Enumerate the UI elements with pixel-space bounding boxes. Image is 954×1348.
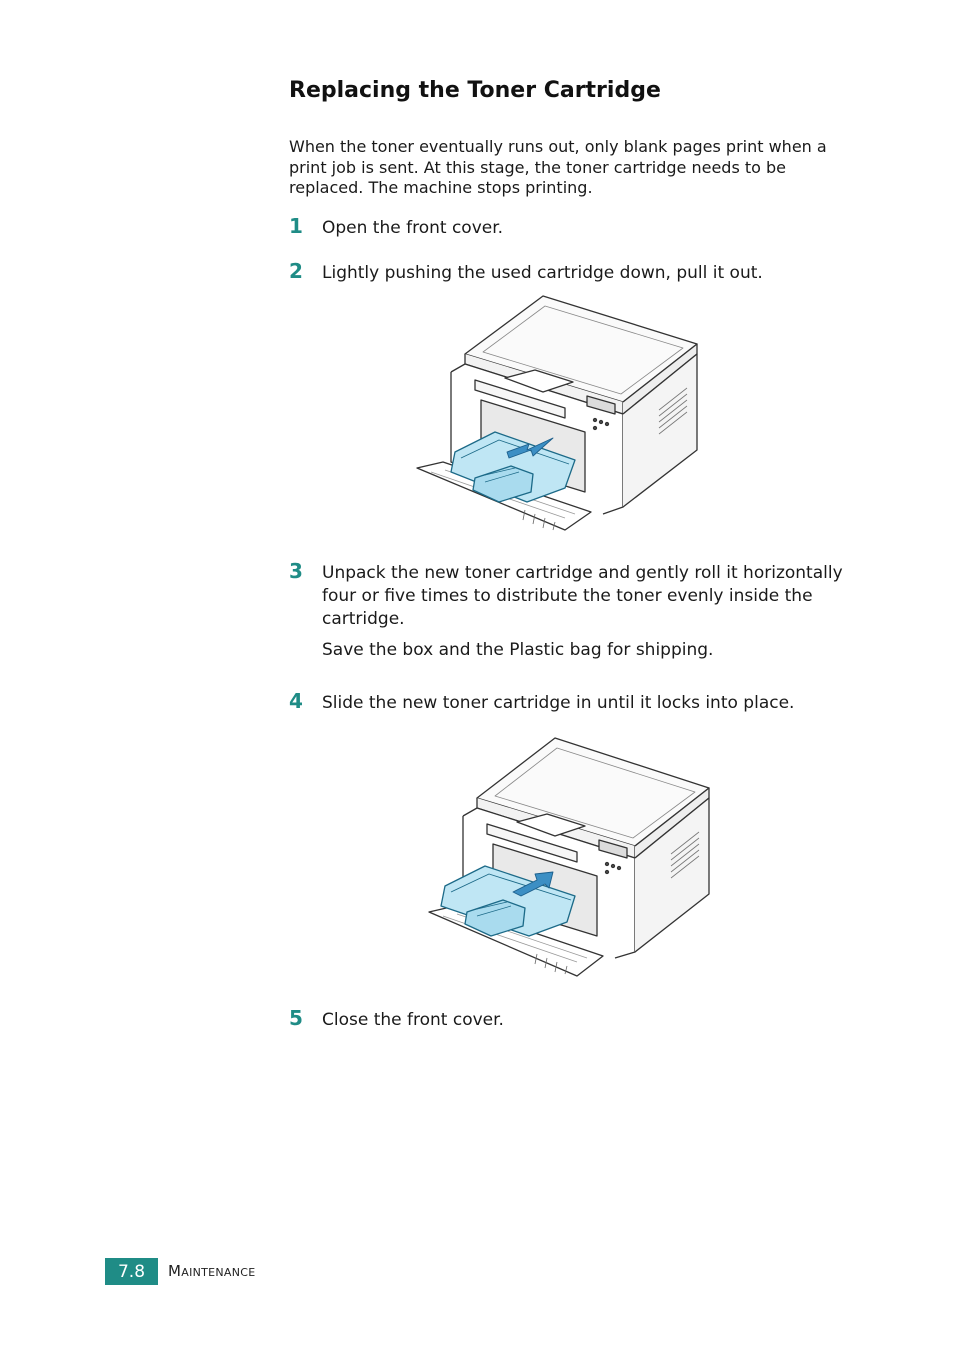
page-number-badge: 7.8 <box>105 1258 158 1285</box>
step-text: Close the front cover. <box>322 1010 504 1030</box>
step-number: 4 <box>289 689 303 713</box>
printer-remove-cartridge-illustration <box>416 295 698 531</box>
step-text: Unpack the new toner cartridge and gentl… <box>322 563 843 629</box>
section-title: Replacing the Toner Cartridge <box>289 78 661 103</box>
chapter-label: Maintenance <box>168 1262 256 1280</box>
step-text: Lightly pushing the used cartridge down,… <box>322 263 763 283</box>
step-number: 5 <box>289 1006 303 1030</box>
step-note: Save the box and the Plastic bag for shi… <box>322 640 714 660</box>
step-text: Open the front cover. <box>322 218 504 238</box>
step-number: 2 <box>289 259 303 283</box>
step-number: 3 <box>289 559 303 583</box>
printer-insert-cartridge-illustration <box>428 737 710 977</box>
intro-paragraph: When the toner eventually runs out, only… <box>289 137 827 197</box>
step-number: 1 <box>289 214 303 238</box>
step-text: Slide the new toner cartridge in until i… <box>322 693 795 713</box>
